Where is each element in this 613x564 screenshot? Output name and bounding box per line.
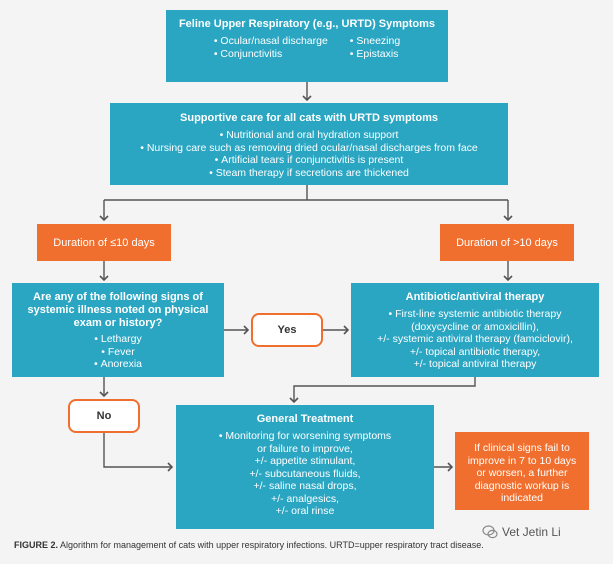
- systemic-sign-item: Fever: [12, 346, 224, 359]
- figure-label: FIGURE 2.: [14, 540, 59, 550]
- systemic-illness-question-box: Are any of the following signs of system…: [12, 283, 224, 377]
- figure-caption-text: Algorithm for management of cats with up…: [58, 540, 484, 550]
- arrow-no-to-general: [103, 433, 174, 472]
- supportive-care-item: Steam therapy if secretions are thickene…: [110, 167, 508, 180]
- antibiotic-line: +/- topical antibiotic therapy,: [409, 345, 541, 358]
- watermark: Vet Jetin Li: [482, 524, 561, 540]
- general-treatment-line: +/- oral rinse: [275, 505, 335, 517]
- supportive-care-title: Supportive care for all cats with URTD s…: [180, 112, 438, 124]
- general-treatment-line: or failure to improve,: [257, 442, 353, 455]
- wechat-icon: [482, 525, 498, 539]
- antibiotic-therapy-box: Antibiotic/antiviral therapy • First-lin…: [351, 283, 599, 377]
- duration-long-box: Duration of >10 days: [440, 224, 574, 261]
- arrow-antibiotic-to-general: [289, 377, 476, 404]
- symptom-item: Ocular/nasal discharge: [214, 35, 327, 48]
- general-treatment-box: General Treatment • Monitoring for worse…: [176, 405, 434, 529]
- duration-long-label: Duration of >10 days: [456, 236, 558, 249]
- antibiotic-therapy-title: Antibiotic/antiviral therapy: [405, 291, 545, 303]
- symptoms-box: Feline Upper Respiratory (e.g., URTD) Sy…: [166, 10, 448, 82]
- symptom-item: Epistaxis: [350, 48, 400, 61]
- supportive-care-item: Artificial tears if conjunctivitis is pr…: [110, 154, 508, 167]
- supportive-care-item: Nursing care such as removing dried ocul…: [110, 142, 508, 155]
- general-treatment-line: • Monitoring for worsening symptoms: [218, 430, 392, 442]
- figure-caption: FIGURE 2. Algorithm for management of ca…: [14, 540, 484, 550]
- general-treatment-title: General Treatment: [256, 413, 354, 425]
- general-treatment-line: +/- subcutaneous fluids,: [249, 467, 361, 480]
- antibiotic-line: +/- systemic antiviral therapy (famciclo…: [377, 333, 573, 345]
- systemic-illness-question: Are any of the following signs of system…: [27, 291, 209, 329]
- yes-label: Yes: [277, 324, 297, 336]
- symptoms-right-list: Sneezing Epistaxis: [350, 35, 400, 60]
- supportive-care-list: Nutritional and oral hydration support N…: [110, 129, 508, 179]
- supportive-care-item: Nutritional and oral hydration support: [110, 129, 508, 142]
- systemic-sign-item: Lethargy: [12, 333, 224, 346]
- systemic-sign-item: Anorexia: [12, 358, 224, 371]
- symptoms-title: Feline Upper Respiratory (e.g., URTD) Sy…: [178, 18, 436, 30]
- no-decision-box: No: [68, 399, 140, 433]
- supportive-care-box: Supportive care for all cats with URTD s…: [110, 103, 508, 185]
- duration-short-label: Duration of ≤10 days: [53, 236, 155, 249]
- diagnostic-workup-box: If clinical signs fail to improve in 7 t…: [455, 432, 589, 510]
- systemic-signs-list: Lethargy Fever Anorexia: [12, 333, 224, 371]
- watermark-text: Vet Jetin Li: [502, 525, 561, 539]
- general-treatment-line: +/- saline nasal drops,: [253, 480, 357, 492]
- symptoms-left-list: Ocular/nasal discharge Conjunctivitis: [214, 35, 328, 61]
- antibiotic-line: • First-line systemic antibiotic therapy: [388, 308, 562, 320]
- symptom-item: Conjunctivitis: [214, 48, 328, 61]
- general-treatment-line: +/- analgesics,: [271, 492, 339, 505]
- no-label: No: [96, 410, 112, 422]
- yes-decision-box: Yes: [251, 313, 323, 347]
- duration-short-box: Duration of ≤10 days: [37, 224, 171, 261]
- diagnostic-workup-text: If clinical signs fail to improve in 7 t…: [467, 442, 577, 504]
- symptom-item: Sneezing: [350, 35, 400, 48]
- antibiotic-line: +/- topical antiviral therapy: [413, 358, 537, 370]
- antibiotic-line: (doxycycline or amoxicillin),: [411, 320, 539, 333]
- general-treatment-line: +/- appetite stimulant,: [254, 455, 356, 467]
